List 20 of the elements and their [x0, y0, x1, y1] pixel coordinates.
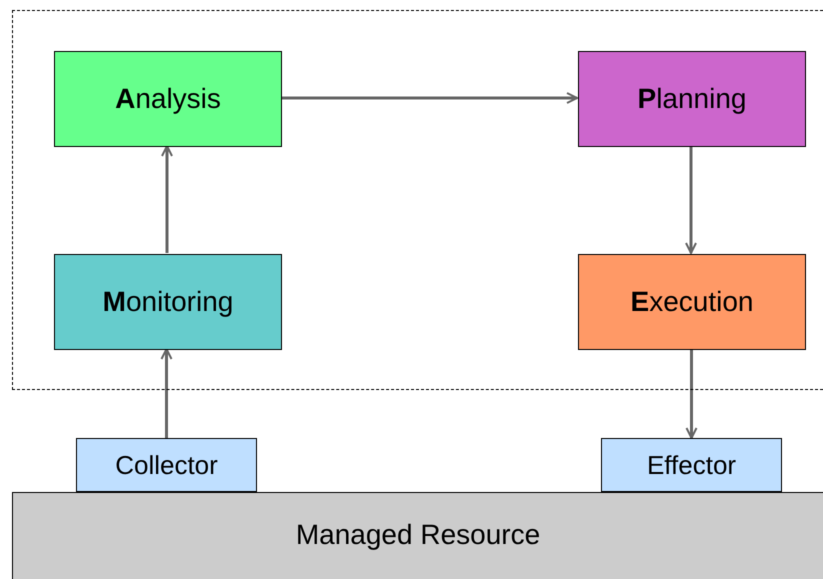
arrow [161, 145, 173, 253]
arrow [685, 146, 697, 254]
dashed-group-box [12, 10, 823, 390]
process-box [578, 51, 806, 147]
node-label: Managed Resource [296, 519, 540, 551]
node-label: Execution [630, 286, 754, 318]
arrow [686, 349, 698, 439]
process-box [76, 438, 257, 492]
process-box [601, 438, 782, 492]
arrow [281, 92, 578, 104]
node-label: Collector [115, 450, 218, 480]
process-box [12, 492, 823, 579]
process-box [54, 254, 282, 350]
node-label: Analysis [115, 83, 221, 115]
node-label: Effector [646, 450, 736, 480]
node-label: Planning [638, 83, 746, 115]
arrow [160, 348, 172, 438]
node-label: Monitoring [102, 286, 234, 318]
process-box [578, 254, 806, 350]
process-box [54, 51, 282, 147]
